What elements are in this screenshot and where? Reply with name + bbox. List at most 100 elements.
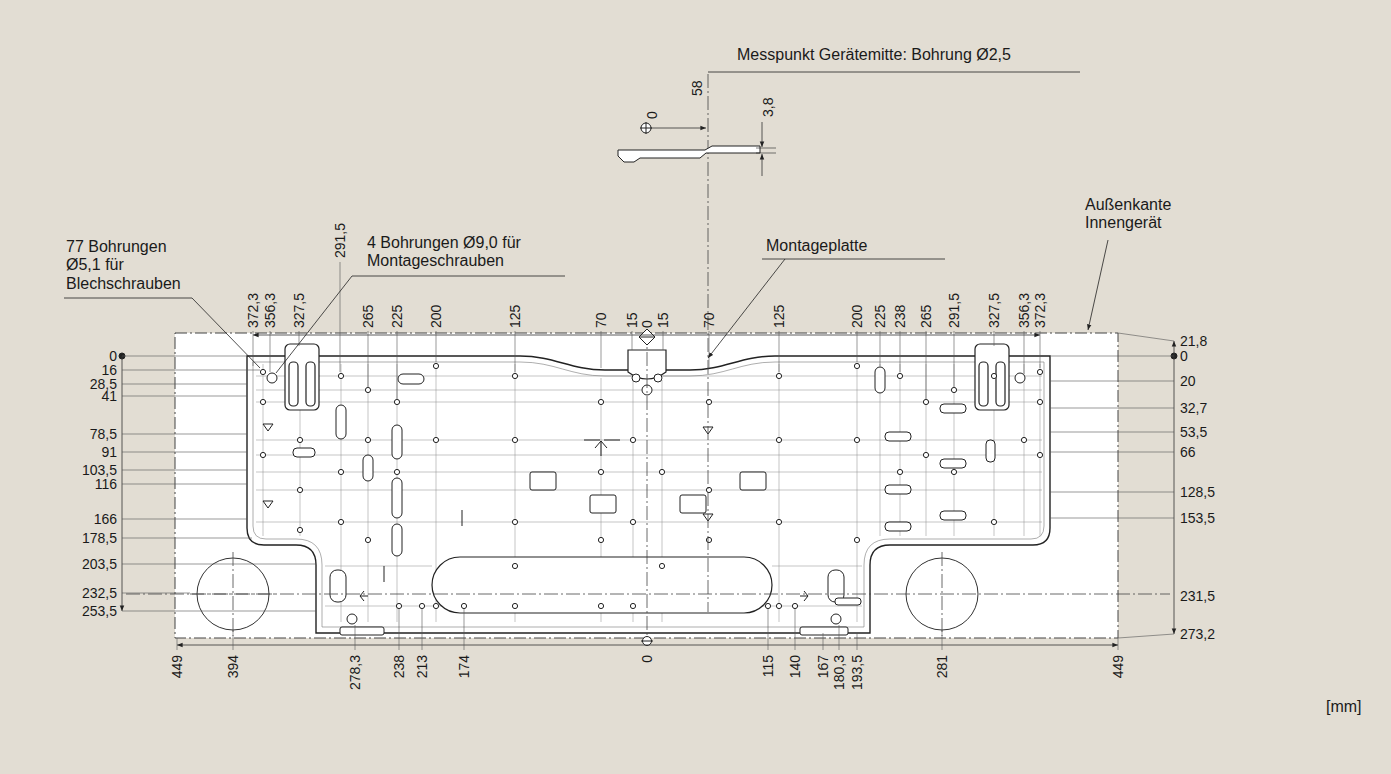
slot xyxy=(293,367,995,635)
slot xyxy=(828,570,844,602)
extension-line xyxy=(122,452,247,453)
dimension-value: 394 xyxy=(226,655,240,678)
callout-text: 4 Bohrungen Ø9,0 für Montageschrauben xyxy=(367,234,537,271)
extension-line xyxy=(709,331,710,368)
dimension-value: 3,8 xyxy=(761,98,775,117)
leader-line xyxy=(708,259,785,358)
grid-line xyxy=(256,522,1042,523)
extension-line xyxy=(1050,452,1174,453)
centre-line xyxy=(126,74,1170,636)
callout-text: 77 Bohrungen Ø5,1 für Blechschrauben xyxy=(66,238,192,293)
centre-line xyxy=(942,552,943,636)
screw-hole xyxy=(951,387,956,392)
screw-hole xyxy=(776,519,781,524)
screw-hole xyxy=(598,537,603,542)
dimension-value: 125 xyxy=(508,305,522,328)
dimension-value: 53,5 xyxy=(1180,425,1207,439)
extension-line xyxy=(880,331,881,366)
dimension-value: 231,5 xyxy=(1180,589,1215,603)
dimension-value: 449 xyxy=(1111,655,1125,678)
callout-text: Montageplatte xyxy=(766,237,946,255)
hook xyxy=(285,344,319,410)
hook xyxy=(996,362,1005,406)
slot xyxy=(340,627,384,635)
screw-hole xyxy=(659,563,664,568)
extension-line xyxy=(122,396,247,397)
symbol xyxy=(384,566,385,582)
extension-line xyxy=(122,484,247,485)
grid-line xyxy=(779,364,780,622)
screw-hole xyxy=(923,399,928,404)
dimension-value: 21,8 xyxy=(1180,334,1207,348)
dimension-value: 291,5 xyxy=(947,293,961,328)
detail-section xyxy=(756,148,776,149)
screw-hole xyxy=(951,469,956,474)
slot xyxy=(530,472,556,490)
extension-line xyxy=(122,564,316,565)
extension-line xyxy=(368,331,369,388)
symbol xyxy=(360,591,368,601)
detail-section xyxy=(641,123,651,133)
dimension-line xyxy=(122,122,1174,645)
dimension-value: 327,5 xyxy=(987,293,1001,328)
extension-line xyxy=(1024,331,1025,374)
slot xyxy=(392,524,402,556)
screw-hole xyxy=(654,374,662,382)
dimension-value: 0 xyxy=(640,320,654,328)
screw-hole xyxy=(260,399,265,404)
cable-slot xyxy=(432,557,772,613)
dimension-value: 372,3 xyxy=(1033,293,1047,328)
extension-line xyxy=(340,262,341,372)
dimension-value: 174 xyxy=(457,655,471,678)
extension-line xyxy=(177,638,178,650)
centre-line xyxy=(647,330,648,636)
extension-line xyxy=(823,633,824,650)
slot xyxy=(940,404,966,413)
screw-hole xyxy=(776,373,781,378)
slot xyxy=(336,405,346,439)
slot xyxy=(293,448,315,457)
dimension-value: 291,5 xyxy=(333,223,347,258)
symbol xyxy=(800,591,808,601)
screw-hole xyxy=(854,363,859,368)
screw-hole xyxy=(260,363,1042,624)
dimension-value: 356,3 xyxy=(1017,293,1031,328)
plate-flange xyxy=(253,362,1044,627)
centre-mark xyxy=(639,329,655,345)
slot xyxy=(875,367,885,393)
screw-hole xyxy=(297,437,302,442)
slot xyxy=(986,440,995,462)
extension-line xyxy=(122,470,247,471)
extension-line xyxy=(464,609,465,650)
centre-line xyxy=(190,594,276,595)
dimension-value: 225 xyxy=(390,305,404,328)
extension-line xyxy=(399,609,400,650)
centre-line xyxy=(126,594,1170,595)
leader-line xyxy=(1088,240,1108,330)
screw-hole xyxy=(598,399,603,404)
extension-line xyxy=(270,331,271,372)
screw-hole xyxy=(897,373,902,378)
symbol xyxy=(604,440,620,441)
screw-hole xyxy=(598,469,603,474)
screw-hole xyxy=(659,469,664,474)
dimension-value: 273,2 xyxy=(1180,627,1215,641)
extension-line xyxy=(994,331,995,346)
extension-line xyxy=(122,538,252,539)
screw-hole xyxy=(1037,399,1042,404)
dimension-value: 372,3 xyxy=(246,293,260,328)
grid-line xyxy=(256,364,1042,622)
slot xyxy=(740,472,766,490)
extension-line xyxy=(1050,381,1174,382)
extension-line xyxy=(942,630,943,650)
dimension-value: 356,3 xyxy=(263,293,277,328)
dimension-value: 128,5 xyxy=(1180,485,1215,499)
grid-line xyxy=(857,364,858,622)
dimension-value: 0 xyxy=(645,111,659,119)
screw-hole xyxy=(394,469,399,474)
screw-hole xyxy=(433,363,438,368)
screw-hole xyxy=(991,519,996,524)
slot xyxy=(398,374,424,384)
extension-line xyxy=(926,331,927,400)
